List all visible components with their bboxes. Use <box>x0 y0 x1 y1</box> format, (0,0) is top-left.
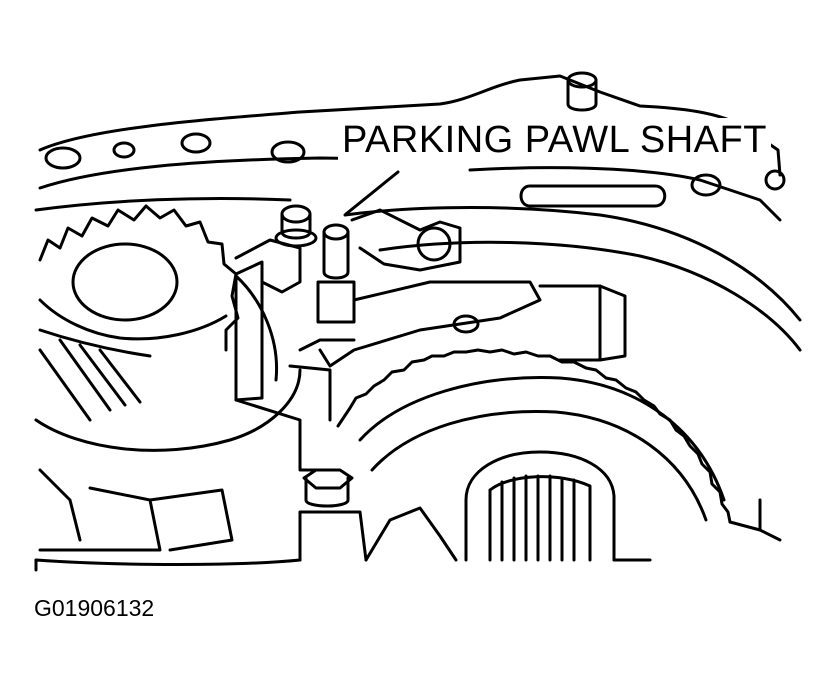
parking-gear-teeth <box>338 350 730 522</box>
bracket-base <box>300 512 366 560</box>
spur-gear-face <box>40 300 226 339</box>
housing-arc <box>345 208 800 321</box>
support-arm-hole <box>418 228 450 260</box>
output-hub <box>466 452 614 560</box>
support-arm <box>352 210 460 270</box>
bolt-hole <box>46 148 80 168</box>
housing-upper <box>470 168 780 220</box>
case-right-edge <box>730 500 780 540</box>
ring-bore-inner <box>236 276 277 380</box>
parking-pawl-shaft-label: PARKING PAWL SHAFT <box>338 118 771 162</box>
dowel-pin <box>568 80 596 110</box>
parking-gear-ring-inner <box>372 411 706 520</box>
bolt-hole <box>272 142 304 162</box>
detent-block <box>540 286 625 360</box>
case-flange-lower-edge <box>36 198 290 210</box>
bracket-bolt-upper-head <box>282 206 310 222</box>
bracket-bolt-lower <box>306 478 348 506</box>
spur-gear <box>40 206 238 350</box>
bracket-bolt-upper <box>282 214 310 238</box>
figure-id: G01906132 <box>34 595 155 621</box>
parking-pawl-hub <box>318 282 354 322</box>
output-hub-splines <box>490 476 590 560</box>
case-bottom <box>36 560 650 570</box>
parking-gear-ring <box>360 378 724 500</box>
callout-leader <box>346 172 398 214</box>
bolt-hole <box>182 134 210 152</box>
bracket-bolt-lower-head <box>304 470 352 488</box>
parking-pawl-arm-lower <box>290 340 354 420</box>
ring-bore <box>36 370 300 450</box>
lower-rib <box>40 470 232 550</box>
pawl-bracket-plate <box>236 276 324 470</box>
housing-slot <box>521 186 665 206</box>
dowel-pin-top <box>568 73 596 87</box>
parking-pawl-arm <box>320 282 540 366</box>
spur-gear-helix <box>40 330 150 420</box>
bolt-hole <box>692 175 720 195</box>
detent-hole <box>454 316 478 332</box>
lower-rib-base <box>36 560 300 565</box>
spur-gear-bore <box>73 244 177 320</box>
parking-pawl-shaft-top <box>324 225 348 239</box>
housing-arc-inner <box>380 242 800 350</box>
bracket-bolt-upper-washer <box>276 230 316 246</box>
pawl-bracket <box>236 240 300 292</box>
bolt-hole <box>766 171 784 189</box>
case-flange <box>40 76 780 175</box>
parking-pawl-shaft <box>324 232 348 278</box>
output-hub-rim <box>366 508 456 560</box>
bolt-hole <box>114 143 134 157</box>
pawl-bracket-edge <box>236 282 262 400</box>
case-flange-inner <box>40 158 470 188</box>
